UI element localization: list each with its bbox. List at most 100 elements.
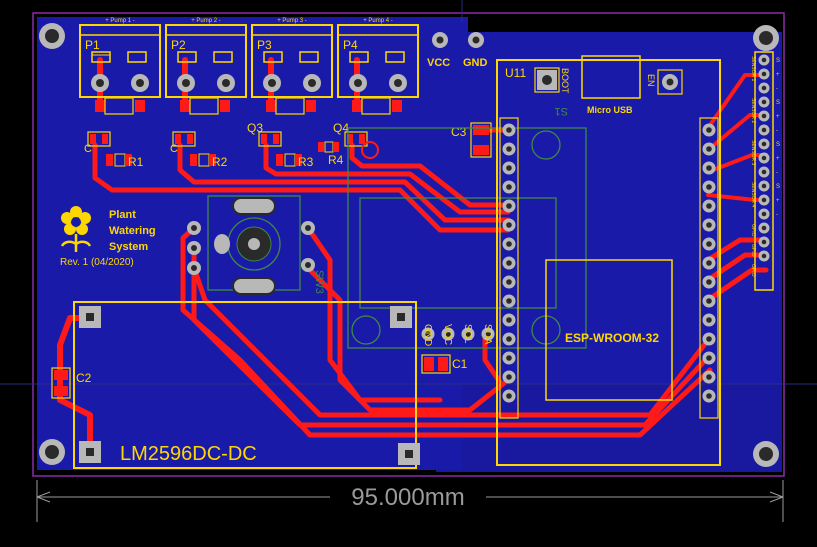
pin-mark: S: [776, 142, 780, 148]
square-pad: [390, 306, 412, 328]
switch-label: SW3: [313, 270, 325, 294]
side-pin-marks: S + - S + - S + - S + -: [776, 58, 780, 218]
mounting-hole-bottom-left: [39, 439, 65, 465]
pin-mark: S: [776, 184, 780, 190]
resistor: [318, 141, 339, 153]
i2c-pin-label: VCC: [442, 324, 453, 345]
transistor: [258, 131, 282, 147]
trace: [177, 142, 511, 223]
trace: [191, 245, 713, 428]
module-name: ESP-WROOM-32: [565, 331, 659, 345]
i2c-pin-label: SCL: [462, 324, 473, 344]
s1-inner: [359, 197, 557, 309]
c1-label: C1: [452, 357, 468, 371]
gpio-label: GPIO: [750, 264, 756, 277]
trace: [191, 265, 711, 418]
sensor-label: SENSOR 4: [750, 182, 756, 208]
boot-label: BOOT: [560, 68, 570, 94]
sensor-label: SENSOR 3: [750, 140, 756, 166]
resistor-designator: R1: [128, 155, 144, 169]
diode: [95, 97, 145, 115]
power-header: VCC GND: [427, 32, 488, 69]
i2c-header: GND VCC SCL SDA: [421, 324, 495, 346]
trace: [92, 142, 511, 233]
board-outline: [32, 12, 785, 477]
square-pad: [398, 443, 420, 465]
c1-capacitor: C1: [421, 354, 468, 374]
diode: [266, 97, 316, 115]
copper-pour: [37, 17, 782, 470]
en-label: EN: [646, 74, 656, 87]
title-line: Plant: [109, 209, 136, 221]
c2-capacitor: C2: [51, 367, 92, 399]
diode: [180, 97, 230, 115]
resistor-designator: R2: [212, 155, 228, 169]
gpio-label: GPIO: [750, 224, 756, 237]
gnd-label: GND: [463, 57, 488, 69]
pump-top-label: + Pump 1 -: [105, 18, 135, 24]
sensor-label: SENSOR 1: [750, 56, 756, 82]
micro-usb-label: Micro USB: [587, 105, 633, 115]
sensor-connector: SENSOR 1 SENSOR 2 SENSOR 3 SENSOR 4 GPIO…: [750, 51, 780, 291]
rotary-switch: SW3: [187, 195, 325, 295]
pump-top-label: + Pump 2 -: [191, 18, 221, 24]
vcc-label: VCC: [427, 57, 450, 69]
pump-designator: P2: [171, 38, 186, 52]
transistor-designator: Q3: [247, 121, 263, 135]
pin-mark: -: [776, 128, 778, 134]
title-block: Plant Watering System Rev. 1 (04/2020): [60, 206, 156, 268]
pump-connector: [79, 24, 161, 98]
boot-pad: [534, 67, 560, 93]
mounting-hole-top-left: [39, 23, 65, 49]
c3-label: C3: [451, 125, 467, 139]
dimension-annotation: [36, 480, 784, 522]
s1-label: S1: [555, 105, 568, 117]
resistor: [190, 153, 216, 167]
pin-mark: S: [776, 58, 780, 64]
pin-mark: +: [776, 72, 780, 78]
diode: [352, 97, 402, 115]
esp32-module: U11 Micro USB ESP-WROOM-32 BOOT EN: [496, 55, 721, 466]
trace: [349, 142, 511, 208]
pump-top-label: + Pump 4 -: [363, 18, 393, 24]
transistor: [172, 131, 196, 147]
test-point: [361, 141, 379, 159]
gpio-label: GPIO: [750, 244, 756, 257]
title-line: Watering: [109, 225, 156, 237]
pin-mark: -: [776, 170, 778, 176]
mounting-hole-top-right: [753, 25, 779, 51]
trace: [705, 237, 769, 263]
transistor-mark: C: [84, 143, 92, 155]
trace: [482, 335, 503, 385]
dcdc-module: LM2596DC-DC: [73, 301, 420, 469]
mounting-hole-bottom-right: [753, 441, 779, 467]
pour-void: [436, 384, 782, 472]
trace: [263, 142, 511, 215]
resistor: [276, 153, 302, 167]
flower-logo-icon: [60, 206, 92, 252]
trace: [302, 262, 511, 413]
pump-designator: P4: [343, 38, 358, 52]
resistor: [106, 153, 132, 167]
pin-mark: -: [776, 212, 778, 218]
square-pad: [79, 441, 101, 463]
pin-mark: +: [776, 198, 780, 204]
esp-designator: U11: [505, 66, 526, 80]
c2-label: C2: [76, 371, 92, 385]
revision-label: Rev. 1 (04/2020): [60, 257, 134, 268]
pump-designator: P1: [85, 38, 100, 52]
trace: [305, 225, 443, 403]
en-pad: [657, 69, 683, 95]
pump-top-label: + Pump 3 -: [277, 18, 307, 24]
pin-mark: +: [776, 114, 780, 120]
transistor-designator: Q4: [333, 121, 349, 135]
pump-designator: P3: [257, 38, 272, 52]
pump-headers: + Pump 1 - + Pump 2 - + Pump 3 - + Pump …: [79, 18, 419, 98]
sensor-label: SENSOR 2: [750, 98, 756, 124]
resistor-designator: R4: [328, 153, 344, 167]
transistor: [344, 131, 368, 147]
esp-left-header: [499, 117, 519, 419]
title-line: System: [109, 241, 148, 253]
s1-hole: [531, 130, 561, 160]
